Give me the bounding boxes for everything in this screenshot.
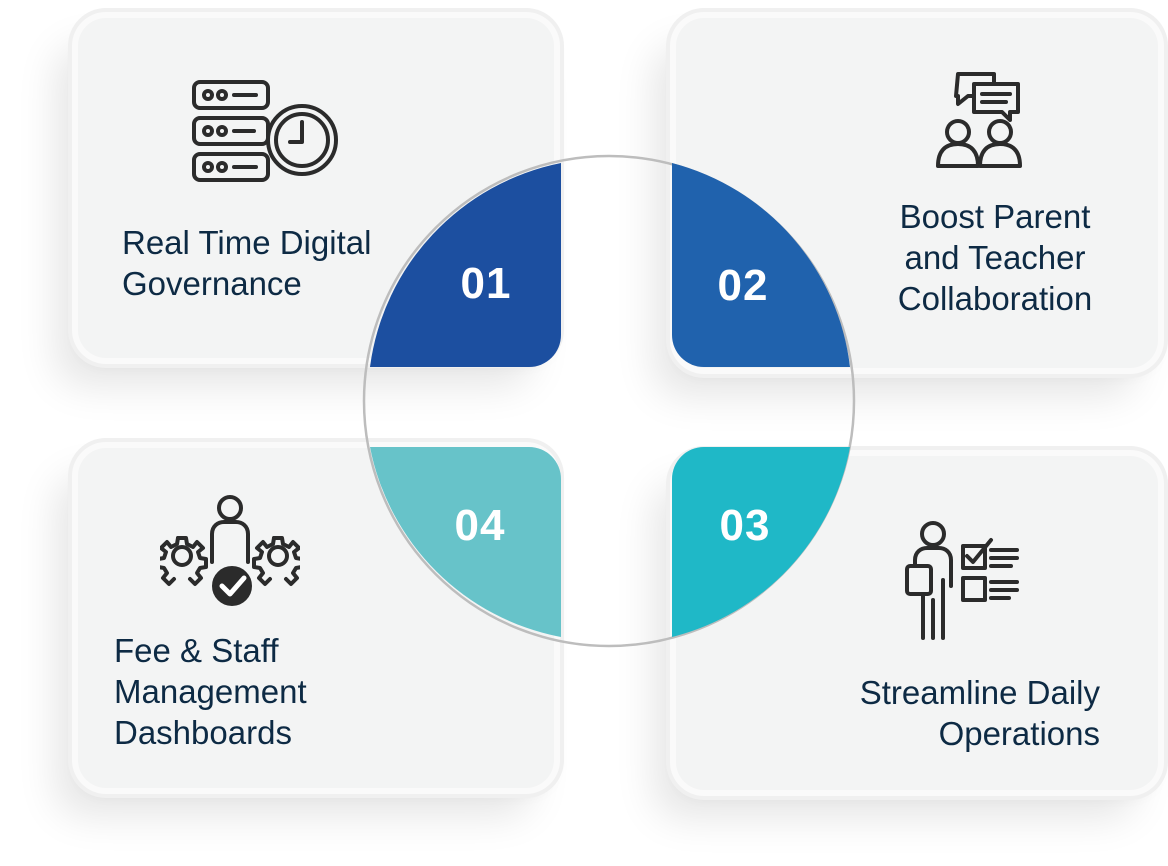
number-02: 02 — [718, 261, 769, 310]
wheel-ring — [362, 154, 856, 648]
quadrant-03 — [672, 447, 850, 637]
label-dashboards: Fee & Staff Management Dashboards — [114, 632, 307, 751]
person-gears-check-icon — [160, 494, 300, 610]
chat-people-icon — [930, 70, 1030, 170]
server-clock-icon — [190, 78, 340, 184]
quadrant-04 — [370, 447, 561, 637]
label-collaboration: Boost Parent and Teacher Collaboration — [897, 198, 1093, 317]
label-governance: Real Time Digital Governance — [122, 224, 372, 302]
number-03: 03 — [720, 501, 771, 550]
quadrant-02 — [672, 163, 850, 367]
person-checklist-icon — [905, 520, 1023, 644]
quadrant-01 — [370, 163, 561, 367]
number-01: 01 — [461, 259, 512, 308]
number-04: 04 — [455, 501, 506, 550]
label-operations: Streamline Daily Operations — [859, 674, 1100, 752]
